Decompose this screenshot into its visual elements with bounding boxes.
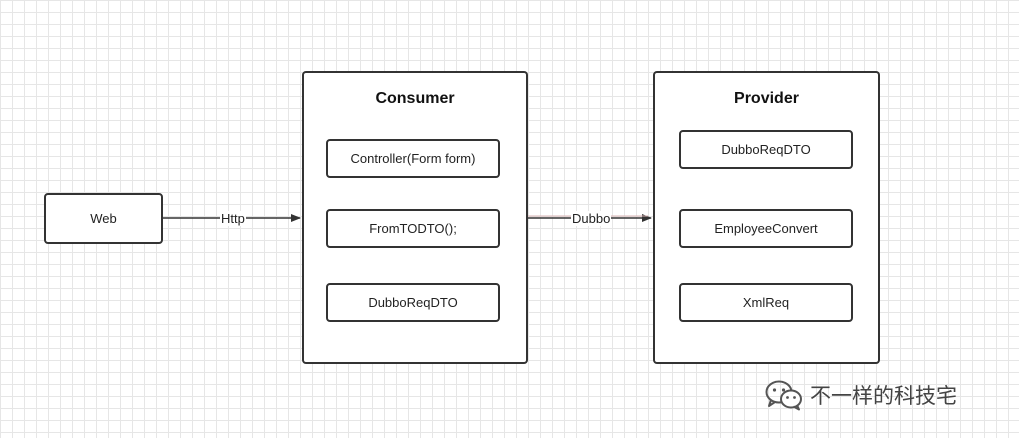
dubbo-edge-label: Dubbo <box>571 211 612 226</box>
fromtodto-node-label: FromTODTO(); <box>369 221 457 236</box>
controller-node-label: Controller(Form form) <box>350 151 476 166</box>
wechat-icon <box>764 379 804 411</box>
web-node-label: Web <box>90 211 117 226</box>
http-edge-label: Http <box>220 211 246 226</box>
web-node: Web <box>44 193 163 244</box>
fromtodto-node: FromTODTO(); <box>326 209 500 248</box>
consumer-dubboreqdto-node-label: DubboReqDTO <box>368 295 458 310</box>
provider-title: Provider <box>734 90 799 107</box>
xmlreq-node-label: XmlReq <box>742 295 790 310</box>
provider-dubboreqdto-node-label: DubboReqDTO <box>721 142 811 157</box>
consumer-title: Consumer <box>375 90 455 107</box>
consumer-dubboreqdto-node: DubboReqDTO <box>326 283 500 322</box>
watermark: 不一样的科技宅 <box>764 378 957 412</box>
controller-node: Controller(Form form) <box>326 139 500 178</box>
employeeconvert-node-label: EmployeeConvert <box>714 221 818 236</box>
xmlreq-node: XmlReq <box>679 283 853 322</box>
provider-dubboreqdto-node: DubboReqDTO <box>679 130 853 169</box>
employeeconvert-node: EmployeeConvert <box>679 209 853 248</box>
watermark-text: 不一样的科技宅 <box>810 384 957 408</box>
